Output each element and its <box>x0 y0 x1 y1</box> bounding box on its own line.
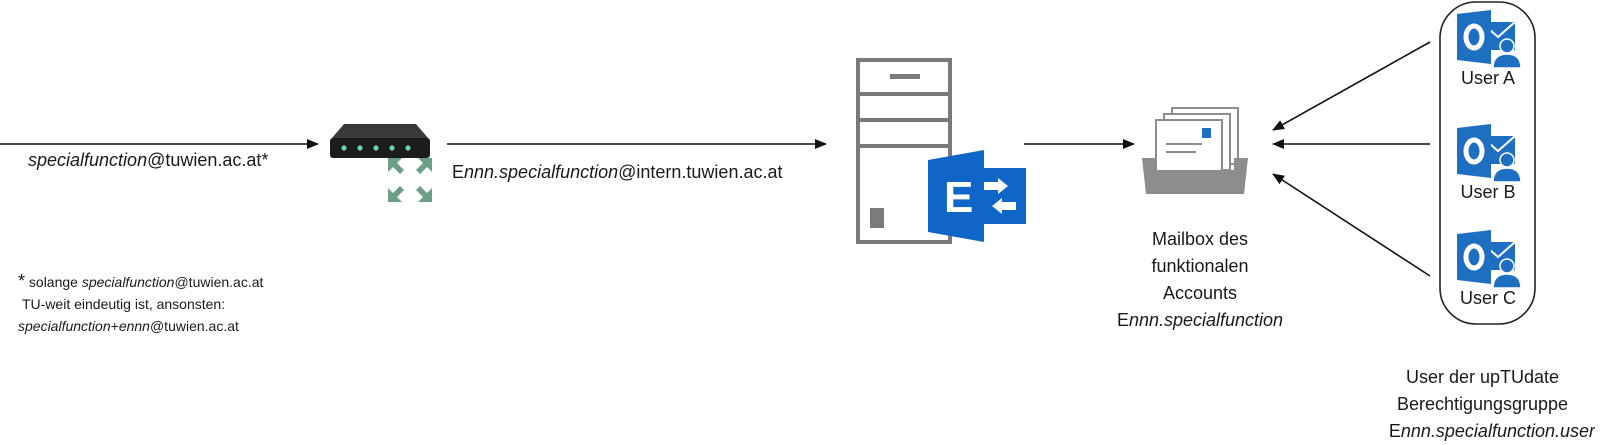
group-label: User der upTUdate Berechtigungsgruppe En… <box>1370 364 1595 445</box>
mailbox-label-line-1: Mailbox des <box>1151 229 1249 249</box>
user-group-container <box>1439 1 1536 325</box>
user-a: User A <box>1443 10 1533 89</box>
user-label: User B <box>1460 182 1516 202</box>
footnote-line-3: specialfunction+ennn@tuwien.ac.at <box>18 318 239 334</box>
footnote: * solange specialfunction@tuwien.ac.at T… <box>18 270 263 337</box>
server-icon <box>856 58 952 246</box>
group-label-line-1: User der upTUdate <box>1405 367 1560 387</box>
outlook-user-icon <box>1457 230 1533 288</box>
outlook-user-icon <box>1457 10 1533 68</box>
user-label: User C <box>1459 288 1516 308</box>
outlook-user-icon <box>1457 124 1533 182</box>
mailbox-label-line-3: Accounts <box>1162 283 1238 303</box>
mailbox-label-line-2: funktionalen <box>1151 256 1249 276</box>
arrow-user-c-to-mailbox <box>1272 173 1431 277</box>
group-label-line-2: Berechtigungsgruppe <box>1396 394 1569 414</box>
router-icon <box>330 122 434 204</box>
footnote-line-1: * solange specialfunction@tuwien.ac.at <box>18 271 264 291</box>
group-label-line-3: Ennn.specialfunction.user <box>1388 421 1595 441</box>
mailbox-label: Mailbox des funktionalen Accounts Ennn.s… <box>1100 226 1300 334</box>
footnote-line-2: TU-weit eindeutig ist, ansonsten: <box>22 296 226 312</box>
exchange-icon: E <box>928 150 1028 242</box>
user-b: User B <box>1443 124 1533 203</box>
forward-address: Ennn.specialfunction@intern.tuwien.ac.at <box>452 162 783 182</box>
input-address: specialfunction@tuwien.ac.at* <box>28 150 269 170</box>
user-c: User C <box>1443 230 1533 309</box>
arrow-user-a-to-mailbox <box>1272 41 1431 131</box>
user-label: User A <box>1460 68 1516 88</box>
svg-text:E: E <box>944 173 973 222</box>
mailbox-label-line-4: Ennn.specialfunction <box>1116 310 1284 330</box>
mailbox-tray-icon <box>1142 106 1248 198</box>
